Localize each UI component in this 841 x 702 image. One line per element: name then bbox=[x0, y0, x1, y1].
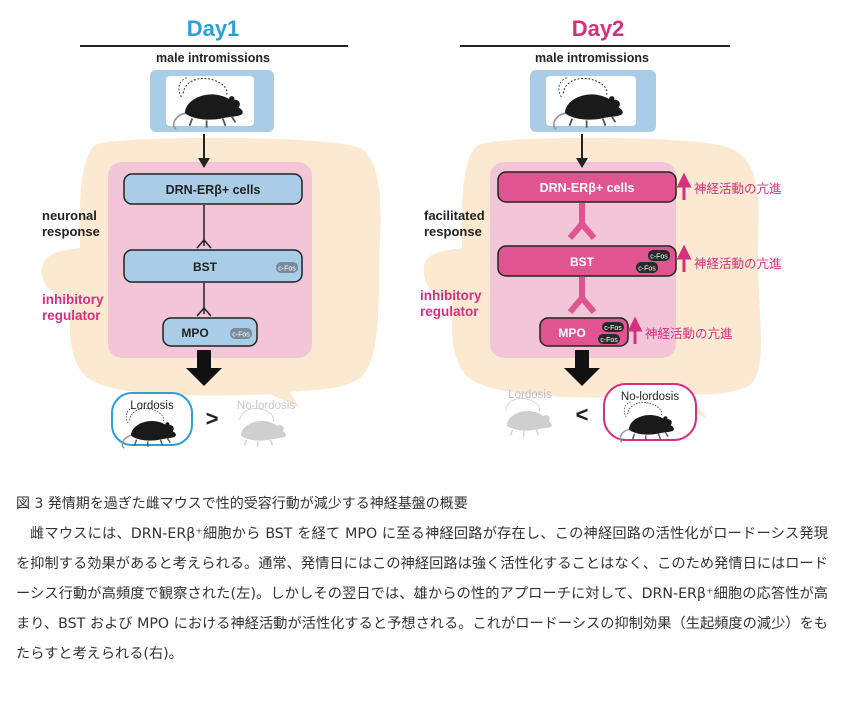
day1-stimulus-label: male intromissions bbox=[156, 51, 270, 65]
day1-bst-node bbox=[123, 249, 303, 283]
day1-no-lordosis-label: No-lordosis bbox=[237, 400, 295, 412]
day2-mpo-activity-label: 神経活動の亢進 bbox=[645, 326, 733, 341]
day1-mpo-node bbox=[162, 317, 258, 347]
day2-bst-cfos-badge-1 bbox=[648, 250, 670, 261]
day1-neuronal-response-label: neuronal response bbox=[42, 208, 101, 239]
no-lordosis-rat-icon bbox=[238, 407, 287, 448]
day1-drn-node bbox=[123, 173, 303, 205]
day1-mpo-label: MPO bbox=[181, 326, 208, 340]
day2-drn-node bbox=[497, 171, 677, 203]
cfos-label: c-Fos bbox=[604, 325, 622, 332]
up-arrow-icon bbox=[676, 244, 692, 272]
day2-stimulus-label: male intromissions bbox=[535, 51, 649, 65]
inhibitory-synapse-icon bbox=[196, 306, 212, 317]
day1-drn-label: DRN-ERβ+ cells bbox=[166, 183, 261, 197]
day2-bst-activity-label: 神経活動の亢進 bbox=[694, 256, 782, 271]
day2-comparator: < bbox=[576, 402, 589, 427]
circuit-diagram: Day1 male intromissions DRN-ERβ+ cells B… bbox=[41, 16, 782, 449]
cfos-label: c-Fos bbox=[650, 254, 668, 261]
excitatory-synapse-icon bbox=[567, 203, 597, 240]
inhibitory-synapse-icon bbox=[196, 238, 212, 249]
day2-bst-node bbox=[497, 245, 677, 277]
caption-title: 図 3 発情期を過ぎた雌マウスで性的受容行動が減少する神経基盤の概要 bbox=[16, 496, 468, 512]
cfos-label: c-Fos bbox=[278, 266, 296, 273]
figure-caption: 図 3 発情期を過ぎた雌マウスで性的受容行動が減少する神経基盤の概要 雌マウスに… bbox=[16, 493, 828, 669]
day1-comparator: > bbox=[206, 406, 219, 431]
day1-bst-label: BST bbox=[193, 260, 218, 274]
cfos-label: c-Fos bbox=[600, 337, 618, 344]
big-down-arrow-icon bbox=[186, 368, 222, 386]
day1-lordosis-label: Lordosis bbox=[130, 400, 174, 412]
cfos-label: c-Fos bbox=[232, 332, 250, 339]
day2-mpo-cfos-badge-2 bbox=[598, 334, 620, 344]
day2-mpo-cfos-badge-1 bbox=[602, 322, 624, 332]
day2-no-lordosis-box bbox=[603, 383, 697, 441]
excitatory-synapse-icon bbox=[567, 277, 597, 314]
day2-facilitated-response-label: facilitated response bbox=[424, 208, 488, 239]
day2-bst-label: BST bbox=[570, 255, 595, 269]
big-down-arrow-icon bbox=[564, 368, 600, 386]
day2-inhibitory-regulator-label: inhibitory regulator bbox=[420, 288, 485, 319]
day2-bst-cfos-badge-2 bbox=[636, 262, 658, 273]
cfos-label: c-Fos bbox=[638, 266, 656, 273]
down-arrow-icon bbox=[198, 158, 210, 168]
day1-inhibitory-regulator-label: inhibitory regulator bbox=[42, 292, 107, 323]
down-arrow-icon bbox=[576, 158, 588, 168]
day1-mpo-cfos-badge bbox=[230, 328, 252, 339]
day2-mpo-label: MPO bbox=[558, 326, 585, 340]
up-arrow-icon bbox=[676, 172, 692, 200]
day2-lordosis-label: Lordosis bbox=[508, 389, 552, 401]
caption-body: 雌マウスには、DRN-ERβ⁺細胞から BST を経て MPO に至る神経回路が… bbox=[16, 526, 828, 662]
lordosis-rat-icon bbox=[504, 397, 553, 438]
day2-drn-label: DRN-ERβ+ cells bbox=[540, 181, 635, 195]
up-arrow-icon bbox=[627, 316, 643, 344]
day2-no-lordosis-label: No-lordosis bbox=[621, 391, 679, 403]
day1-title: Day1 bbox=[187, 16, 240, 41]
day2-drn-activity-label: 神経活動の亢進 bbox=[694, 181, 782, 196]
day2-title: Day2 bbox=[572, 16, 625, 41]
day1-bst-cfos-badge bbox=[276, 262, 298, 273]
